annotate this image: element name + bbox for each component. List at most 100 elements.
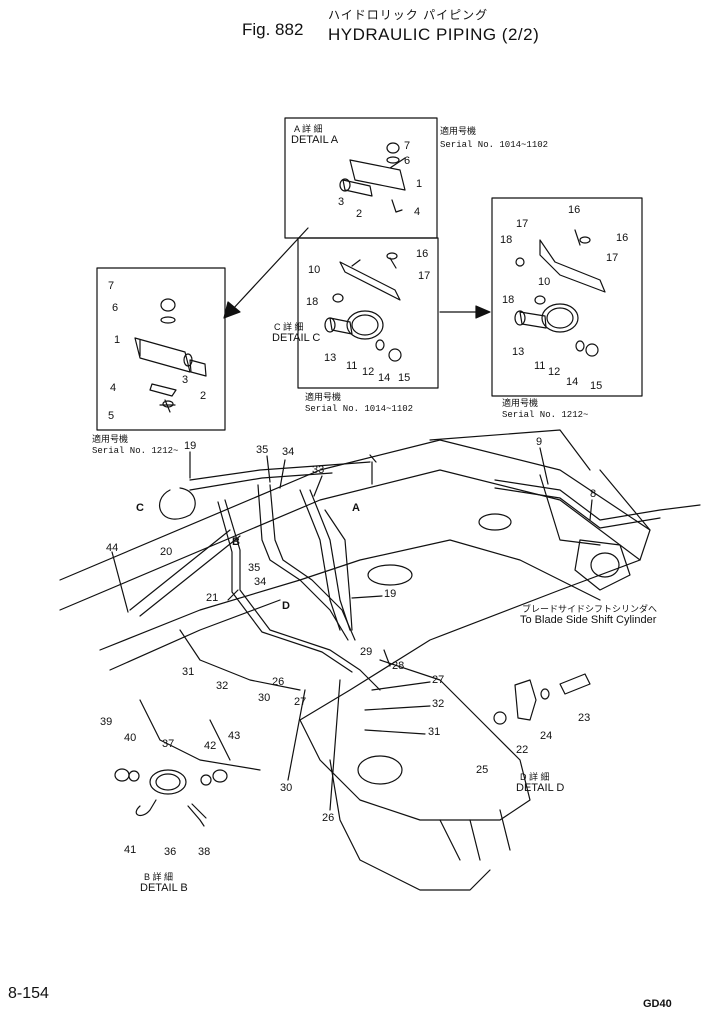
callout: 44 [106, 542, 119, 554]
callout: 32 [216, 680, 229, 692]
callout: 20 [160, 546, 173, 558]
callout: 36 [164, 846, 177, 858]
callout: 25 [476, 764, 489, 776]
callout: 22 [516, 744, 529, 756]
detail-c-frame [297, 237, 439, 389]
callout: 18 [306, 296, 319, 308]
detail-c2-serial-jp: 適用号機 [502, 398, 539, 408]
callout: 33 [312, 464, 325, 476]
callout: 4 [414, 206, 421, 218]
callout: 26 [322, 812, 335, 824]
callout: 40 [124, 732, 137, 744]
detail-c2-frame [491, 197, 643, 397]
detail-b-label: DETAIL B [140, 882, 188, 894]
callout: 30 [258, 692, 271, 704]
callout: 34 [282, 446, 295, 458]
callout: 18 [502, 294, 515, 306]
callout: 32 [432, 698, 445, 710]
callout: 7 [404, 140, 411, 152]
callout: 17 [516, 218, 529, 230]
callout: 14 [378, 372, 391, 384]
arrow-label-b: B [232, 536, 240, 548]
callout: 30 [280, 782, 293, 794]
detail-c2-serial: Serial No. 1212~ [502, 410, 589, 420]
callout: 2 [356, 208, 363, 220]
callout: 13 [512, 346, 525, 358]
callout: 27 [432, 674, 445, 686]
title-japanese: ハイドロリック パイピング [328, 8, 489, 22]
callout: 35 [256, 444, 269, 456]
callout: 3 [338, 196, 345, 208]
callout: 9 [536, 436, 543, 448]
callout: 11 [534, 360, 546, 372]
callout: 34 [254, 576, 267, 588]
callout: 31 [428, 726, 441, 738]
detail-c-label: DETAIL C [272, 332, 321, 344]
callout: 13 [324, 352, 337, 364]
callout: 43 [228, 730, 241, 742]
callout: 10 [538, 276, 551, 288]
callout: 11 [346, 360, 358, 372]
detail-a2-serial: Serial No. 1212~ [92, 446, 179, 456]
model-code: GD40 [643, 998, 672, 1010]
blade-note: To Blade Side Shift Cylinder [520, 614, 657, 626]
callout: 16 [616, 232, 629, 244]
detail-a-serial-jp: 適用号機 [440, 126, 477, 136]
detail-d-label-jp: D 詳 細 [520, 772, 550, 782]
callout: 23 [578, 712, 591, 724]
callout: 31 [182, 666, 195, 678]
callout: 26 [272, 676, 285, 688]
detail-d-label: DETAIL D [516, 782, 565, 794]
callout: 15 [398, 372, 411, 384]
callout: 28 [392, 660, 405, 672]
callout: 19 [384, 588, 397, 600]
detail-b-label-jp: B 詳 細 [144, 872, 174, 882]
figure-number: Fig. 882 [242, 20, 304, 39]
callout: 14 [566, 376, 579, 388]
page-number: 8-154 [8, 985, 49, 1002]
callout: 38 [198, 846, 211, 858]
callout: 7 [108, 280, 115, 292]
callout: 3 [182, 374, 189, 386]
callout: 17 [418, 270, 431, 282]
callout: 15 [590, 380, 603, 392]
callout: 19 [184, 440, 197, 452]
callout: 21 [206, 592, 219, 604]
detail-a-serial: Serial No. 1014~1102 [440, 140, 549, 150]
arrowhead-icon [223, 301, 241, 319]
callout: 6 [404, 155, 411, 167]
arrowhead-icon [475, 305, 491, 319]
callout: 1 [114, 334, 121, 346]
callout: 10 [308, 264, 321, 276]
arrow-label-d: D [282, 600, 290, 612]
detail-c-serial: Serial No. 1014~1102 [305, 404, 414, 414]
callout: 1 [416, 178, 423, 190]
callout: 29 [360, 646, 373, 658]
callout: 8 [590, 488, 597, 500]
detail-c-serial-jp: 適用号機 [305, 392, 342, 402]
callout: 41 [124, 844, 137, 856]
callout: 42 [204, 740, 217, 752]
detail-a-label: DETAIL A [291, 134, 339, 146]
callout: 12 [362, 366, 375, 378]
callout: 37 [162, 738, 175, 750]
callout: 2 [200, 390, 207, 402]
callout: 35 [248, 562, 261, 574]
callout: 39 [100, 716, 113, 728]
detail-a-label-jp: A 詳 細 [294, 124, 323, 134]
callout: 6 [112, 302, 119, 314]
callout: 4 [110, 382, 117, 394]
detail-a-connector [231, 227, 309, 311]
callout: 12 [548, 366, 561, 378]
callout: 24 [540, 730, 553, 742]
blade-note-jp: ブレードサイドシフトシリンダへ [522, 604, 658, 614]
detail-a2-frame [96, 267, 226, 431]
callout: 18 [500, 234, 513, 246]
arrow-label-c: C [136, 502, 144, 514]
detail-a2-serial-jp: 適用号機 [92, 434, 129, 444]
callout: 27 [294, 696, 307, 708]
page-title: HYDRAULIC PIPING (2/2) [328, 25, 540, 44]
callout: 16 [568, 204, 581, 216]
callout: 5 [108, 410, 115, 422]
